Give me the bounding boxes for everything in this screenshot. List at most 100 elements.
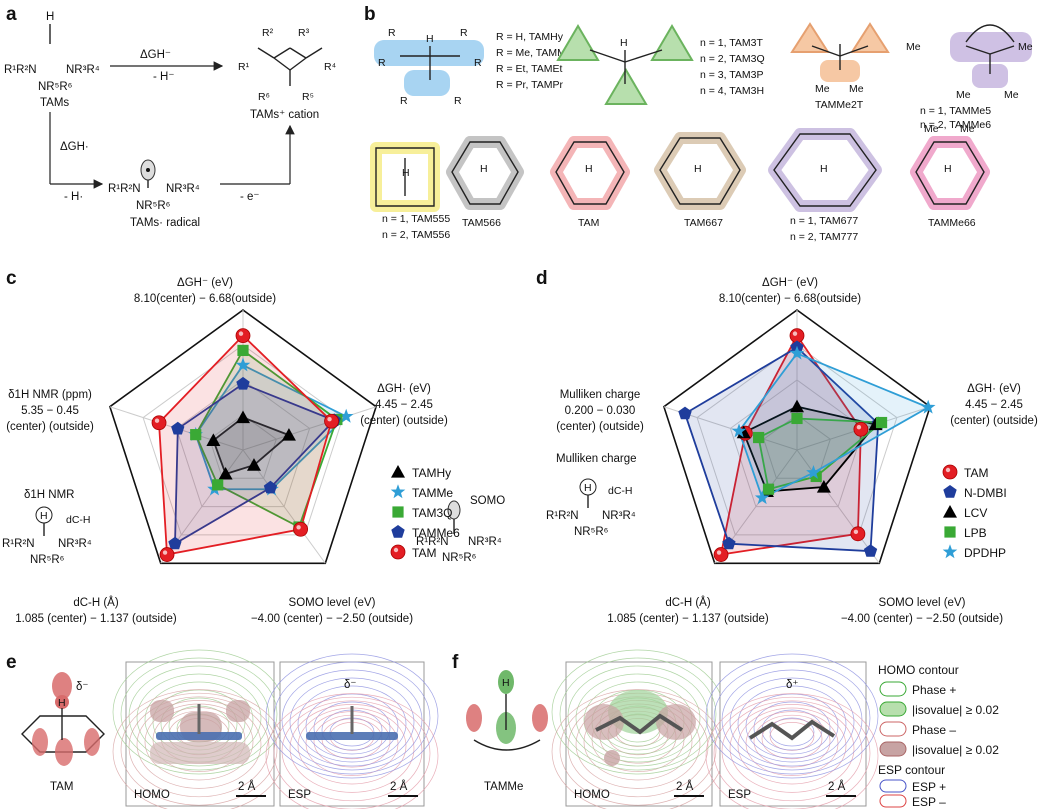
e-esp-delta: δ⁻ (344, 679, 356, 691)
radar-grid-ring (662, 309, 932, 565)
series-polygon (737, 352, 931, 500)
svg-text:H: H (402, 167, 410, 179)
legend-marker (943, 505, 957, 518)
c-axis-br-1: −4.00 (center) − −2.50 (outside) (251, 613, 413, 625)
tam677-0: n = 1, TAM677 (790, 215, 858, 227)
contour-line (753, 701, 831, 755)
svg-text:R: R (474, 57, 482, 69)
c-side-nr3r4: NR³R⁴ (58, 538, 92, 550)
panel-label-a: a (6, 4, 17, 25)
data-point (168, 536, 182, 550)
d-axis-left-0: Mulliken charge (560, 389, 641, 401)
svg-text:R: R (454, 95, 462, 107)
c-side-nr5r6: NR⁵R⁶ (30, 554, 65, 566)
d-axis-left-1: 0.200 − 0.030 (565, 405, 636, 417)
legend-esp-1: ESP – (912, 795, 946, 809)
contour-line (559, 657, 717, 771)
contour-line (120, 692, 278, 806)
me66-me-1: Me (924, 123, 939, 135)
data-point (338, 408, 354, 423)
d-axis-bl-0: dC-H (Å) (665, 596, 711, 609)
c-side-somo: SOMO (470, 495, 505, 507)
tams-nr5r6: NR⁵R⁶ (38, 81, 73, 93)
data-point (762, 483, 775, 495)
d-axis-br-0: SOMO level (eV) (879, 597, 966, 609)
svg-text:R⁵: R⁵ (302, 91, 314, 103)
struct-677: H (768, 128, 882, 212)
legend-homo-title: HOMO contour (878, 663, 959, 677)
d-side-nr3r4: NR³R⁴ (602, 510, 636, 522)
contour-line (753, 714, 831, 768)
radar-axis-spoke (796, 449, 880, 564)
struct-tam: H (550, 136, 630, 210)
c-axis-right-2: (center) (outside) (360, 415, 448, 427)
radar-grid-ring (175, 379, 311, 508)
svg-text:R: R (388, 27, 396, 39)
c-somo-nr3r4: NR³R⁴ (468, 536, 502, 548)
d-side-nr5r6: NR⁵R⁶ (574, 526, 609, 538)
c-axis-left-2: (center) (outside) (6, 421, 94, 433)
contour-line (273, 661, 431, 775)
azi-0: n = 1, TAM3T (700, 37, 764, 49)
radar-grid-ring (108, 309, 378, 565)
data-point (293, 521, 309, 537)
svg-text:R: R (460, 27, 468, 39)
me2t-me-left: Me (815, 83, 830, 95)
contour-line (737, 707, 847, 785)
legend-marker (391, 525, 405, 538)
contour-line (120, 657, 278, 771)
svg-text:H: H (40, 510, 48, 522)
data-point (235, 357, 251, 372)
tam667-label: TAM667 (684, 217, 723, 229)
legend-label: TAM (964, 466, 988, 480)
minus-e-label: - e⁻ (240, 191, 260, 203)
struct-aziridine: H (556, 24, 694, 105)
c-side-r1r2n: R¹R²N (2, 538, 35, 550)
data-point (151, 415, 167, 431)
tams-label: TAMs (40, 97, 69, 109)
contour-line (289, 704, 415, 793)
contour-line (705, 693, 879, 809)
legend-esp-0: ESP + (912, 780, 946, 794)
data-point (736, 425, 751, 439)
panel-label-c: c (6, 268, 17, 289)
e-homo-map: HOMO 2 Å (112, 649, 286, 809)
data-point (212, 479, 224, 491)
legend-marker (390, 484, 406, 499)
legend-label: LPB (964, 526, 987, 540)
c-axis-bl-0: dC-H (Å) (73, 596, 119, 609)
tam-label-b: TAM (578, 217, 599, 229)
c-side-nmr: δ1H NMR (24, 489, 75, 501)
tam566-label: TAM566 (462, 217, 501, 229)
svg-text:H: H (694, 163, 702, 175)
d-axis-bl-1: 1.085 (center) − 1.137 (outside) (607, 613, 769, 625)
contour-line (729, 677, 855, 767)
azi-1: n = 2, TAM3Q (700, 53, 765, 65)
panel-e: e H δ⁻ TAM HOMO 2 Å (6, 649, 439, 809)
contour-line (729, 704, 855, 793)
contour-line (713, 661, 871, 775)
legend-label: TAMMe (412, 486, 453, 500)
legend-marker (392, 506, 404, 518)
c-axis-bl-1: 1.085 (center) − 1.137 (outside) (15, 613, 177, 625)
d-axis-br-1: −4.00 (center) − −2.50 (outside) (841, 613, 1003, 625)
legend-swatch-esp-plus (879, 779, 907, 793)
f-homo-map: HOMO 2 Å (551, 649, 725, 809)
svg-text:R: R (400, 95, 408, 107)
contour-line (289, 677, 415, 767)
contour-line (313, 701, 391, 755)
me66-me-2: Me (960, 123, 975, 135)
f-tamme-label: TAMMe (484, 781, 523, 793)
contour-line (705, 653, 879, 779)
d-axis-right-0: ΔGH· (eV) (967, 383, 1021, 395)
sub-0: R = H, TAMHy (496, 31, 564, 43)
contour-line (265, 693, 439, 809)
c-axis-right-0: ΔGH· (eV) (377, 383, 431, 395)
contour-line (737, 685, 847, 763)
legend-label: N-DMBI (964, 486, 1007, 500)
